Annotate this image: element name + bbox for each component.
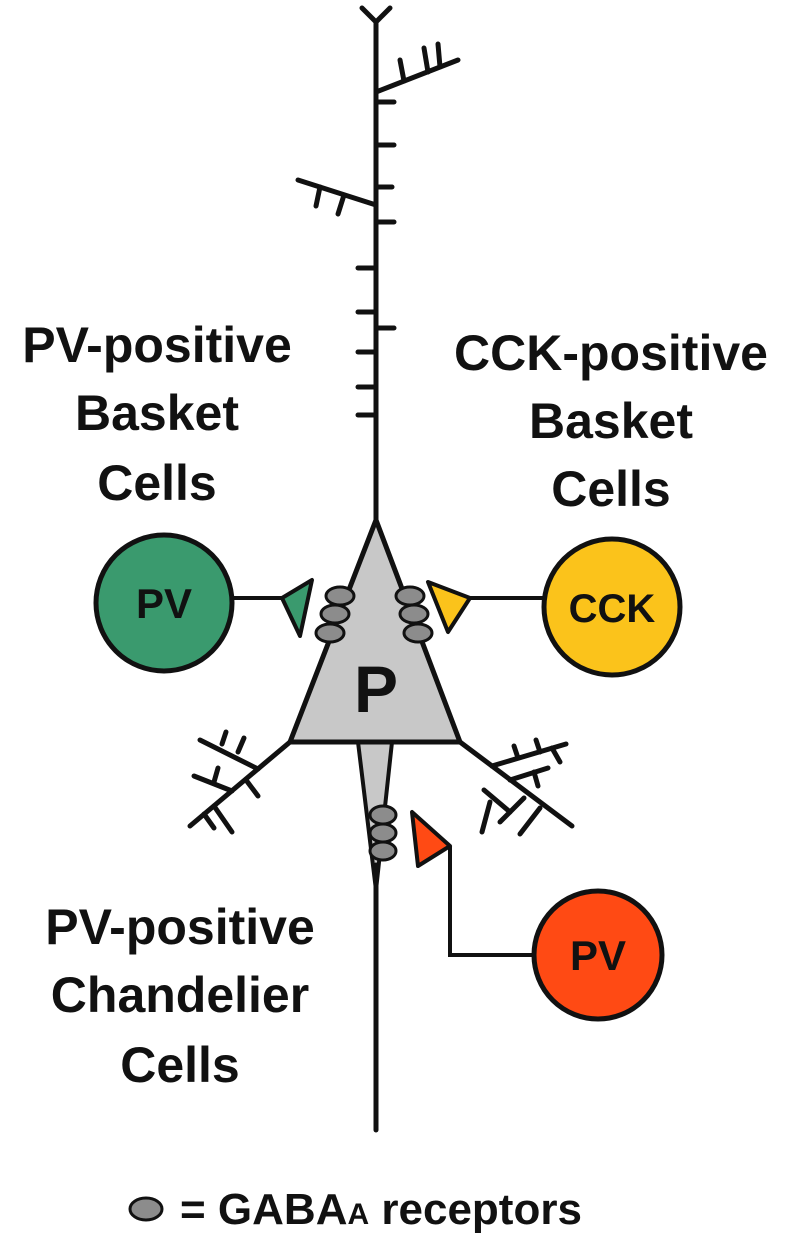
legend-suffix: receptors — [369, 1185, 582, 1234]
pv-basket-title-line-2: Basket — [75, 385, 239, 441]
pv-chandelier-title-line-3: Cells — [120, 1037, 240, 1093]
legend: = GABAA receptors — [128, 1185, 582, 1234]
gaba-a-receptors-soma-left — [314, 585, 356, 644]
pv-chandelier-axon — [448, 846, 534, 957]
gaba-a-receptors-axon — [368, 804, 398, 862]
pv-chandelier-title: PV-positive Chandelier Cells — [45, 899, 315, 1093]
cck-basket-title: CCK-positive Basket Cells — [454, 325, 768, 517]
cck-basket-title-line-2: Basket — [529, 393, 693, 449]
cck-basket-cell-label: CCK — [569, 587, 656, 631]
pv-chandelier-title-line-2: Chandelier — [51, 967, 309, 1023]
basal-dendrite-right — [457, 737, 575, 837]
pv-basket-title-line-3: Cells — [97, 455, 217, 511]
legend-text: = GABAA receptors — [180, 1185, 582, 1234]
pv-basket-terminal — [280, 578, 314, 638]
gaba-a-receptors-soma-right — [394, 585, 434, 644]
pv-basket-cell-label: PV — [136, 580, 192, 627]
pv-basket-title-line-1: PV-positive — [22, 317, 292, 373]
pv-basket-cell — [93, 532, 235, 674]
pv-chandelier-terminal — [410, 810, 452, 868]
pv-chandelier-cell-label: PV — [570, 932, 626, 979]
apical-dendrite — [295, 5, 461, 523]
legend-equals: = GABA — [180, 1185, 347, 1234]
legend-subscript: A — [347, 1198, 369, 1231]
pv-chandelier-title-line-1: PV-positive — [45, 899, 315, 955]
basal-dendrite-left — [187, 729, 293, 835]
cck-basket-cell — [541, 536, 683, 678]
pyramidal-cell-label: P — [354, 652, 398, 726]
cck-basket-terminal — [426, 580, 472, 634]
cck-basket-title-line-3: Cells — [551, 461, 671, 517]
pv-basket-title: PV-positive Basket Cells — [22, 317, 292, 511]
gaba-a-receptor-icon — [128, 1196, 164, 1222]
cck-basket-title-line-1: CCK-positive — [454, 325, 768, 381]
pv-chandelier-cell — [531, 888, 665, 1022]
